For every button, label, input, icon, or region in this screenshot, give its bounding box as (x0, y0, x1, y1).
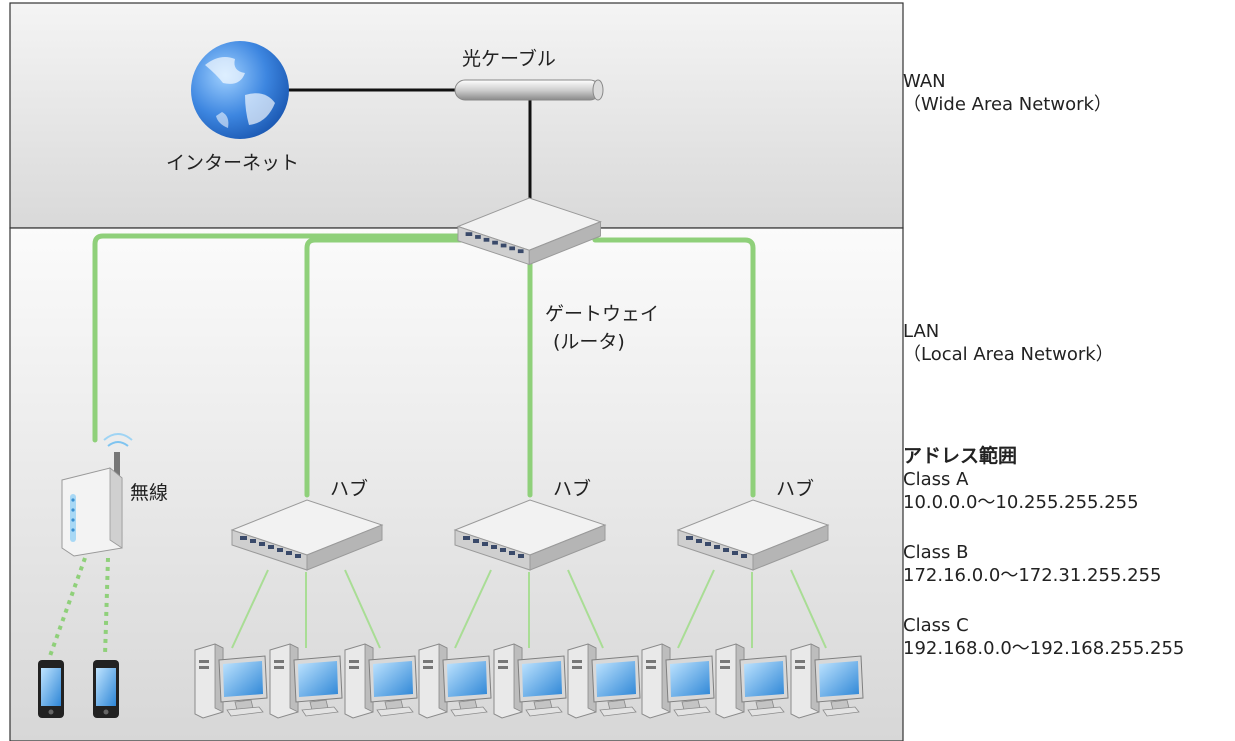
pc-link (677, 569, 715, 649)
address-range-panel: アドレス範囲 Class A 10.0.0.0～10.255.255.255 C… (903, 445, 1184, 660)
lan-subtitle: （Local Area Network） (903, 344, 1114, 365)
gateway-label-line1: ゲートウェイ (545, 303, 660, 325)
class-b-name: Class B (903, 542, 969, 563)
class-b-range: 172.16.0.0～172.31.255.255 (903, 565, 1162, 586)
address-range-heading: アドレス範囲 (903, 445, 1018, 467)
wan-panel (9, 2, 904, 229)
pc-link (790, 569, 827, 649)
class-a-range: 10.0.0.0～10.255.255.255 (903, 492, 1139, 513)
smartphone-icon (93, 660, 119, 718)
hub-label-2: ハブ (553, 478, 592, 500)
wireless-link-phone-2 (103, 557, 110, 657)
fiber-cable-icon (454, 79, 604, 101)
gateway-label-line2: (ルータ) (553, 331, 625, 353)
lan-link-wireless (92, 233, 468, 443)
hub-label-1: ハブ (330, 478, 369, 500)
lan-link-hub1 (304, 237, 468, 498)
hub-label-3: ハブ (776, 478, 815, 500)
smartphone-icon (38, 660, 64, 718)
internet-label: インターネット (166, 152, 300, 174)
lan-title: LAN (903, 321, 940, 342)
wireless-label: 無線 (130, 482, 169, 504)
pc-link (231, 569, 269, 649)
wan-subtitle: （Wide Area Network） (903, 94, 1112, 115)
lan-annotation: LAN （Local Area Network） (903, 320, 1114, 366)
pc-link (454, 569, 492, 649)
pc-link (344, 569, 381, 649)
lan-link-hub3 (592, 237, 756, 498)
pc-link (567, 569, 604, 649)
gateway-label: ゲートウェイ (ルータ) (545, 300, 659, 356)
diagram-canvas (9, 2, 904, 741)
wireless-access-point-icon (61, 433, 133, 557)
internet-globe-icon (191, 41, 289, 139)
fiber-cable-label: 光ケーブル (462, 48, 556, 70)
class-c-name: Class C (903, 615, 969, 636)
class-a-name: Class A (903, 469, 969, 490)
class-c-range: 192.168.0.0～192.168.255.255 (903, 638, 1185, 659)
wan-title: WAN (903, 71, 946, 92)
wan-annotation: WAN （Wide Area Network） (903, 70, 1112, 116)
